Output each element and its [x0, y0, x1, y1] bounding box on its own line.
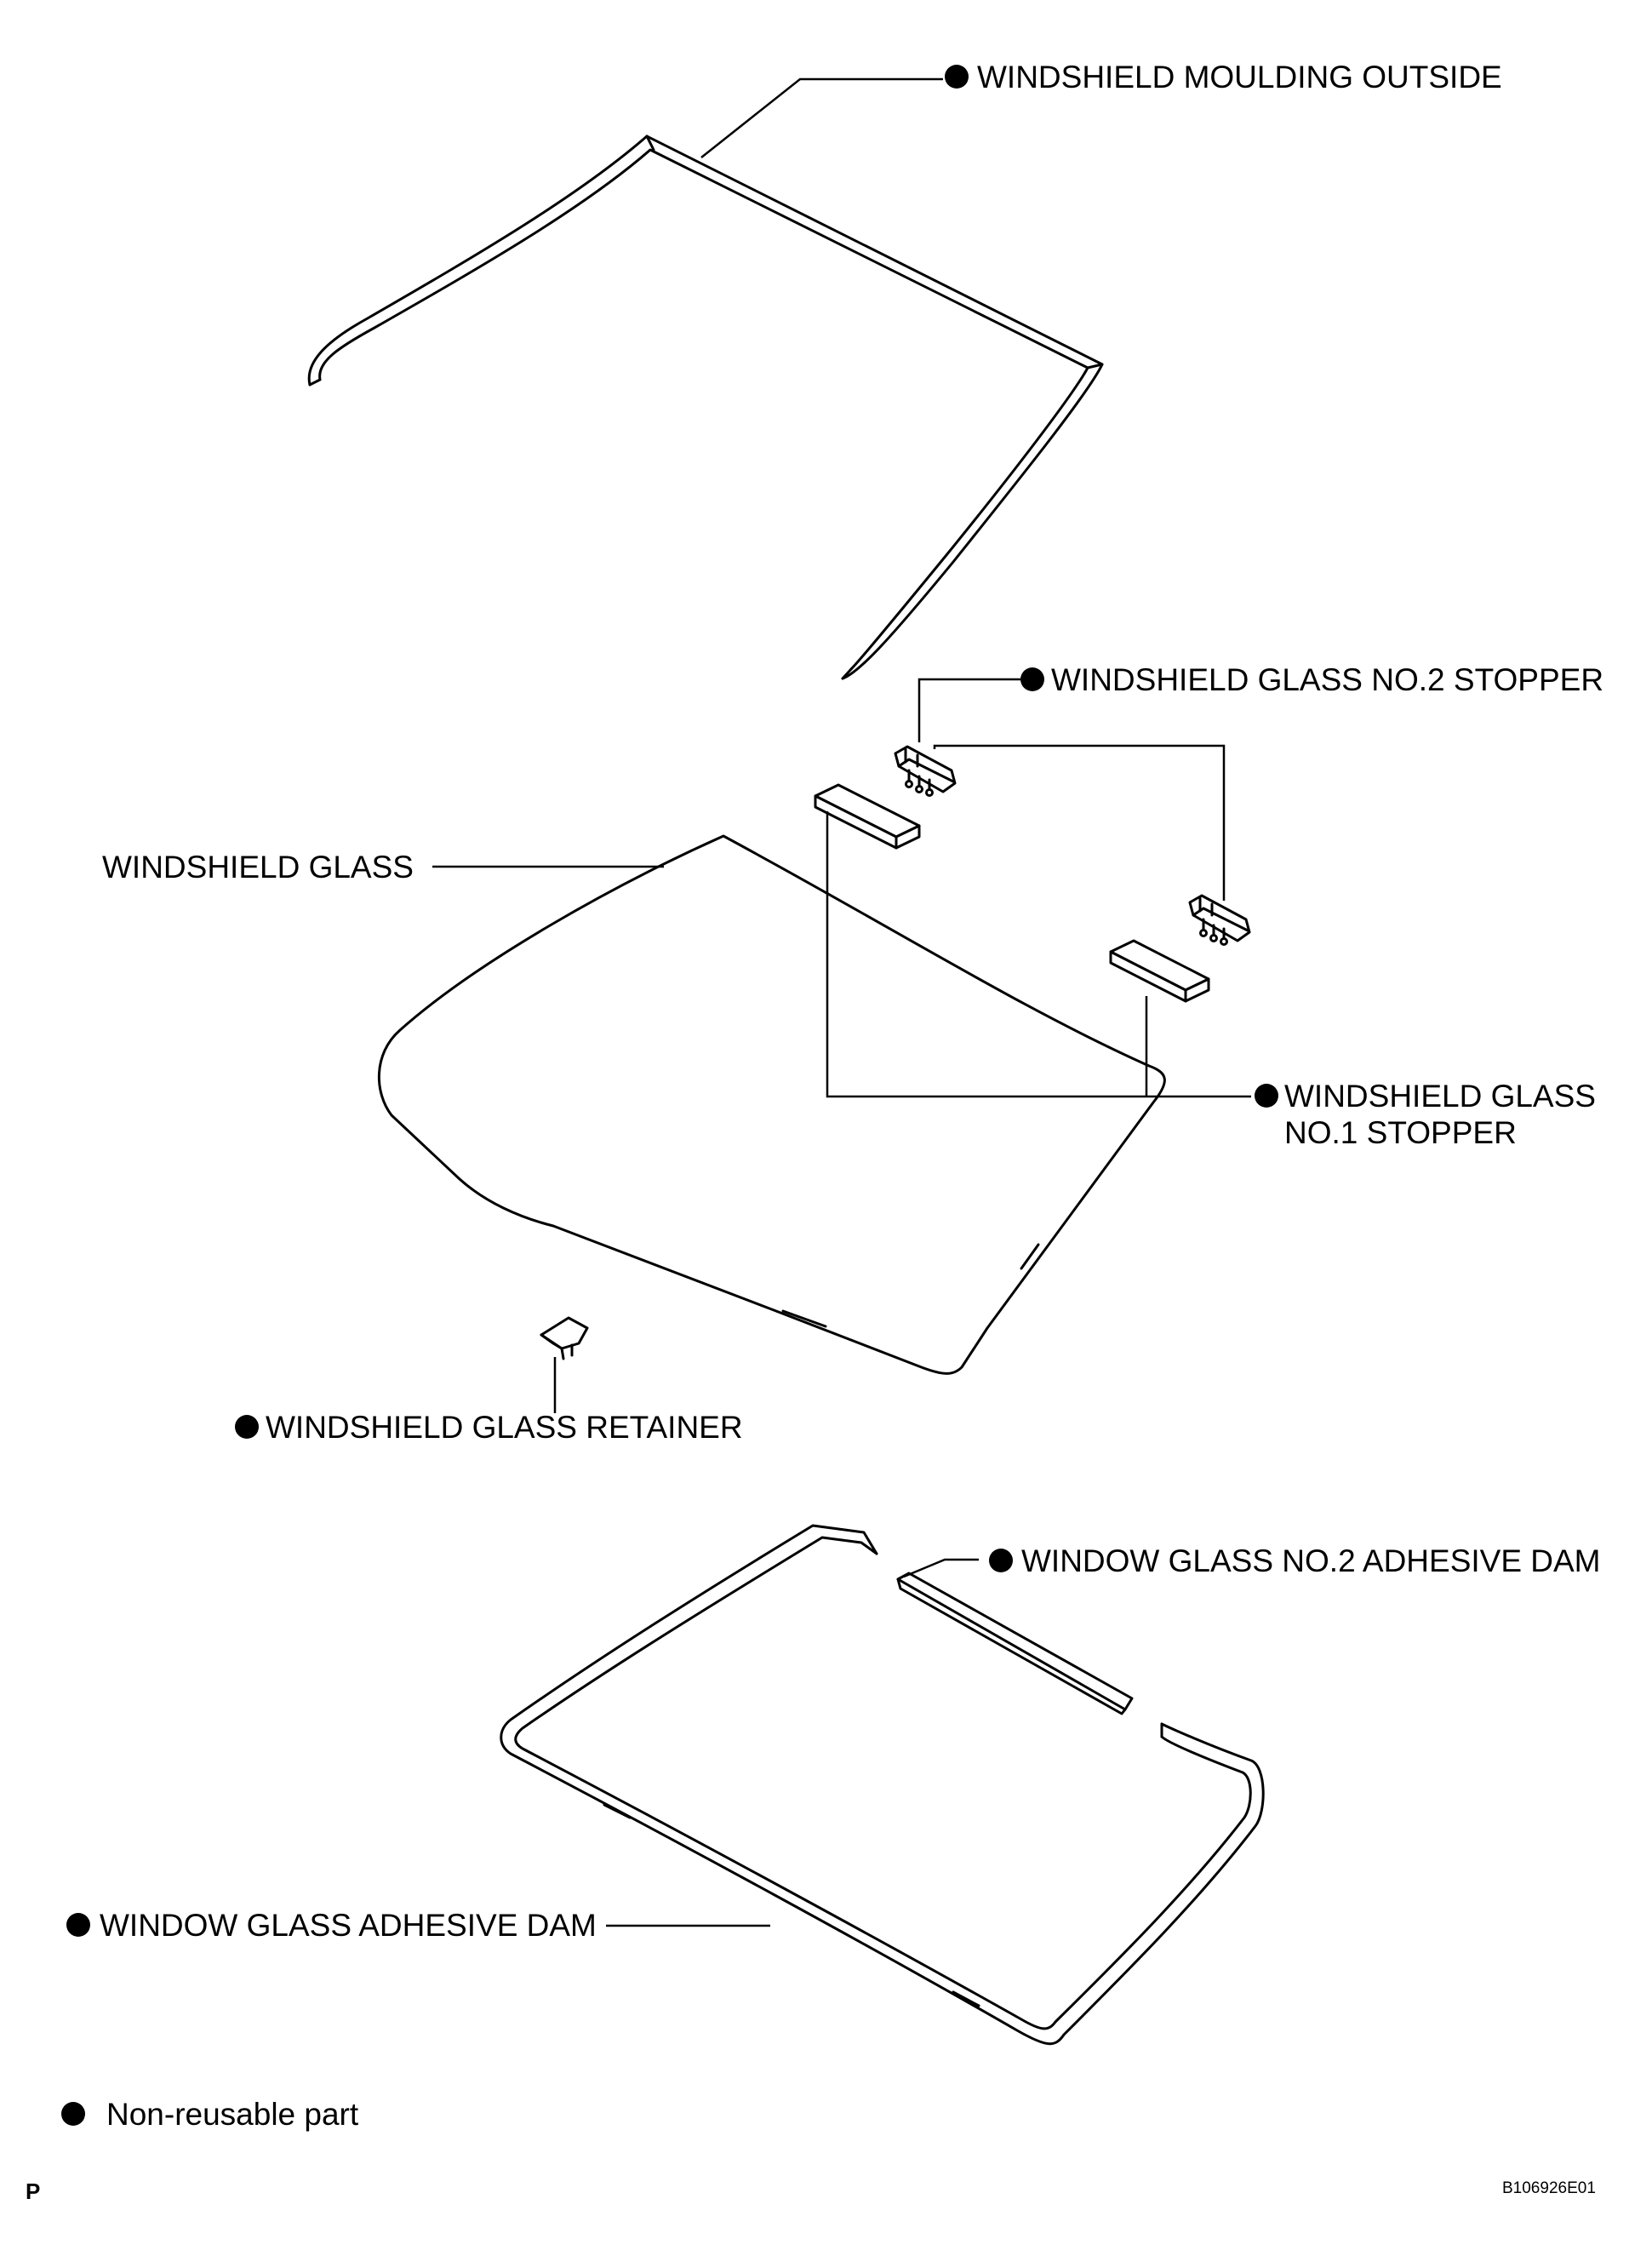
legend-non-reusable-text: Non-reusable part — [106, 2097, 359, 2132]
label-no1-stopper-line1: WINDSHIELD GLASS — [1284, 1079, 1596, 1114]
label-windshield-glass-retainer: WINDSHIELD GLASS RETAINER — [266, 1410, 743, 1445]
moulding-leader — [700, 77, 943, 158]
windshield-glass — [378, 834, 1166, 1375]
windshield-moulding-outside — [307, 135, 1104, 680]
windshield-glass-retainer — [540, 1316, 589, 1360]
non-reusable-marker-icon — [235, 1415, 259, 1439]
label-windshield-moulding-outside: WINDSHIELD MOULDING OUTSIDE — [977, 60, 1502, 94]
figure-code: B106926E01 — [1502, 2179, 1596, 2197]
label-windshield-glass: WINDSHIELD GLASS — [102, 850, 414, 885]
non-reusable-marker-icon — [66, 1913, 90, 1937]
label-no1-stopper-line2: NO.1 STOPPER — [1284, 1115, 1517, 1150]
label-windshield-glass-no2-stopper: WINDSHIELD GLASS NO.2 STOPPER — [1051, 662, 1603, 697]
window-glass-no2-adhesive-dam — [896, 1572, 1134, 1715]
non-reusable-marker-icon — [1020, 667, 1044, 691]
adhesive-dam-leaders — [606, 1558, 979, 1927]
windshield-glass-no2-stopper-upper — [894, 745, 957, 797]
no2-stopper-leaders — [917, 678, 1226, 901]
windshield-glass-no2-stopper-lower — [1188, 894, 1251, 946]
legend-non-reusable-icon — [61, 2102, 85, 2126]
label-window-glass-adhesive-dam: WINDOW GLASS ADHESIVE DAM — [100, 1908, 597, 1943]
label-window-glass-no2-adhesive-dam: WINDOW GLASS NO.2 ADHESIVE DAM — [1021, 1543, 1601, 1578]
page-mark: P — [26, 2179, 40, 2204]
no1-stopper-leaders — [826, 811, 1251, 1098]
non-reusable-marker-icon — [989, 1549, 1013, 1572]
windshield-glass-no1-stopper-right — [1109, 939, 1210, 1003]
windshield-glass-no1-stopper-left — [814, 783, 921, 850]
non-reusable-marker-icon — [1255, 1084, 1278, 1108]
non-reusable-marker-icon — [945, 65, 969, 89]
window-glass-adhesive-dam — [500, 1524, 1265, 2046]
